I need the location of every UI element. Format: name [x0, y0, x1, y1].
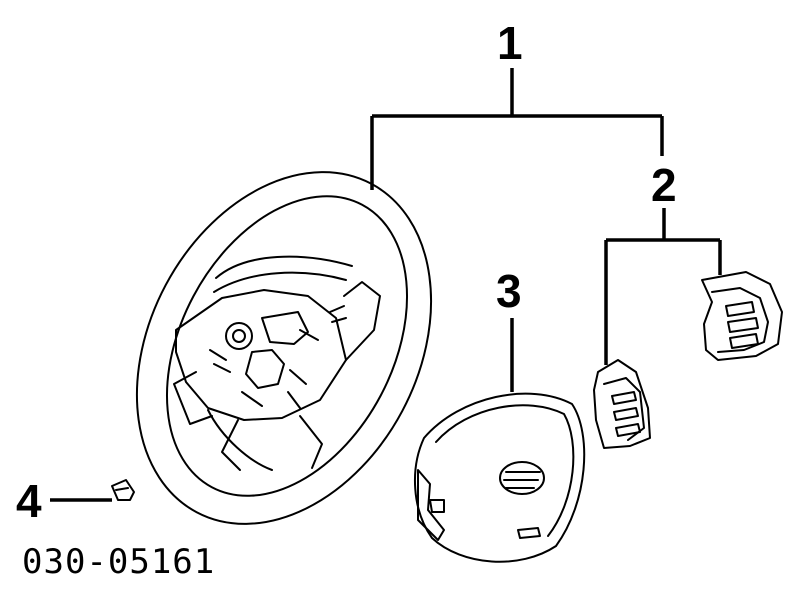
callout-1: 1: [497, 17, 523, 69]
callout-3: 3: [496, 265, 522, 317]
diagram-code: 030-05161: [22, 542, 216, 582]
leader-1: [370, 68, 664, 190]
leader-lines: [50, 68, 722, 502]
switch-left-drawing: [593, 359, 651, 449]
airbag-drawing: [414, 392, 586, 563]
steering-wheel-drawing: [135, 171, 433, 525]
callout-4: 4: [16, 475, 42, 527]
callout-2: 2: [651, 159, 677, 211]
clip-drawing: [111, 479, 135, 501]
switch-right-drawing: [701, 271, 783, 361]
leader-2: [604, 208, 722, 365]
